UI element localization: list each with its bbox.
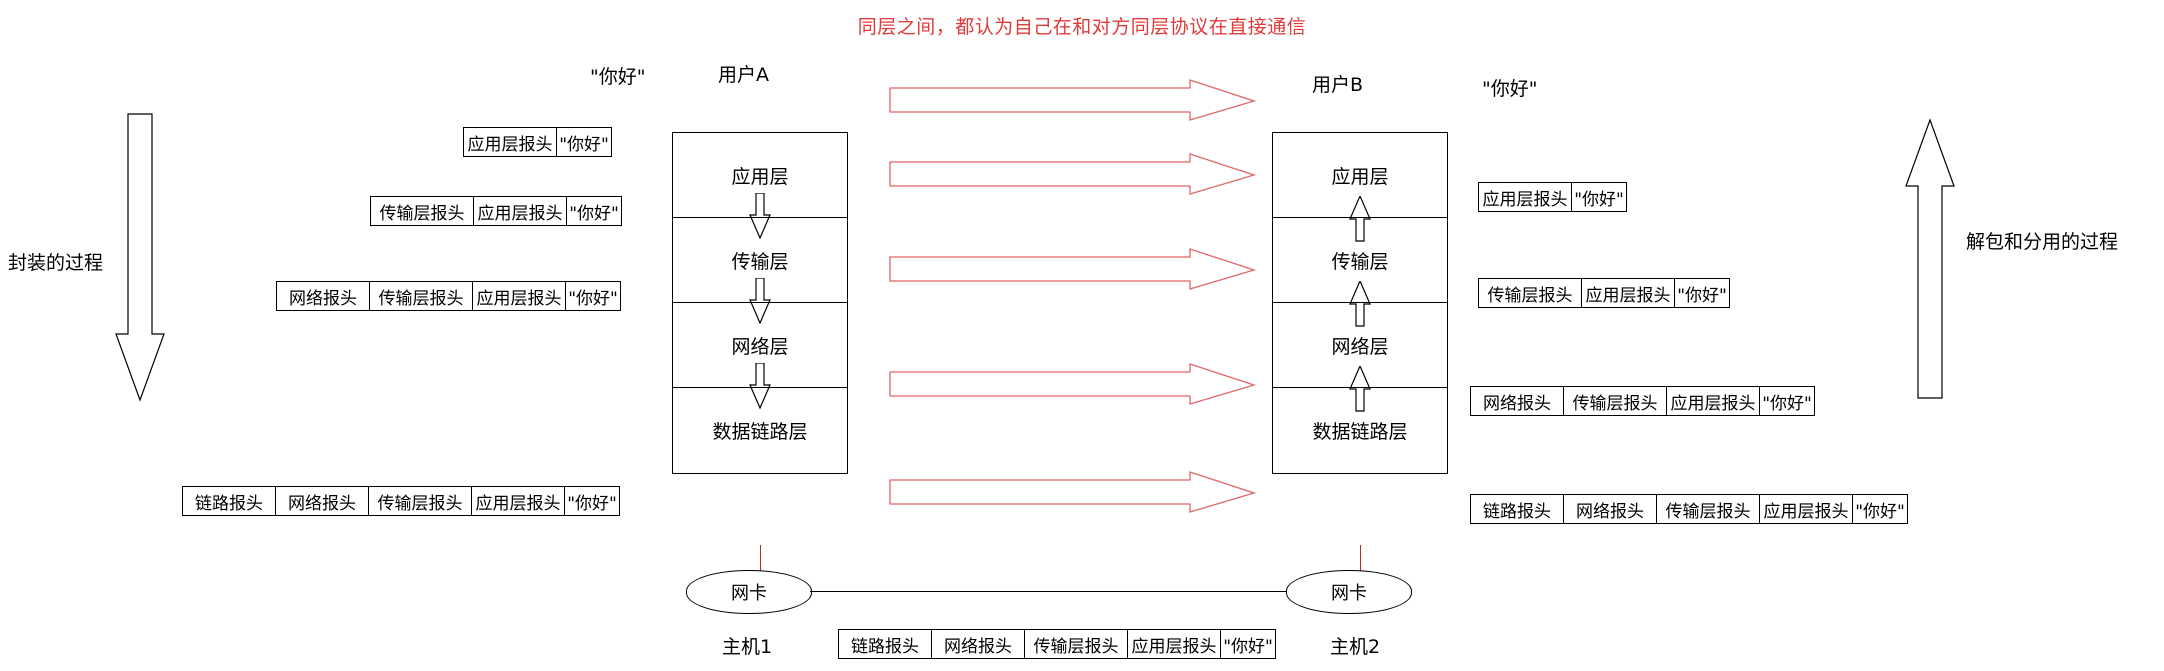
network-wire [810, 591, 1286, 592]
packet-cell-app-header: 应用层报头 [1478, 182, 1572, 212]
wire-packet: 链路报头 网络报头 传输层报头 应用层报头 "你好" [838, 629, 1276, 659]
stack-layer-datalink[interactable]: 数据链路层 [1273, 366, 1447, 473]
stack-layer-label: 传输层 [1331, 250, 1389, 273]
packet-cell-app-header: 应用层报头 [1759, 494, 1853, 524]
decapsulation-up-arrow-icon [1905, 118, 1955, 399]
packet-cell-payload: "你好" [1759, 386, 1815, 416]
packet-cell-link-header: 链路报头 [182, 486, 276, 516]
right-packet-transport: 传输层报头 应用层报头 "你好" [1478, 278, 1730, 308]
decapsulation-process-label: 解包和分用的过程 [1966, 231, 2119, 253]
down-arrow-icon [749, 193, 771, 239]
right-top-payload-label: "你好" [1482, 78, 1538, 100]
packet-cell-payload: "你好" [556, 127, 612, 157]
stack-layer-transport[interactable]: 传输层 [1273, 196, 1447, 303]
peer-arrow-datalink [889, 471, 1257, 513]
packet-cell-payload: "你好" [1852, 494, 1908, 524]
packet-cell-transport-header: 传输层报头 [1656, 494, 1760, 524]
packet-cell-link-header: 链路报头 [838, 629, 932, 659]
packet-cell-transport-header: 传输层报头 [369, 281, 473, 311]
host-2-nic[interactable]: 网卡 [1286, 570, 1412, 614]
packet-cell-transport-header: 传输层报头 [1563, 386, 1667, 416]
stack-layer-transport[interactable]: 传输层 [673, 218, 847, 324]
peer-arrow-network [889, 363, 1257, 405]
packet-cell-payload: "你好" [565, 281, 621, 311]
user-a-label: 用户A [718, 64, 769, 86]
packet-cell-app-header: 应用层报头 [471, 486, 565, 516]
down-arrow-icon [749, 278, 771, 324]
diagram-title: 同层之间，都认为自己在和对方同层协议在直接通信 [857, 16, 1307, 38]
host-1-nic[interactable]: 网卡 [686, 570, 812, 614]
packet-cell-app-header: 应用层报头 [463, 127, 557, 157]
stack-layer-label: 应用层 [731, 165, 789, 188]
packet-cell-network-header: 网络报头 [931, 629, 1025, 659]
stack-layer-network[interactable]: 网络层 [1273, 281, 1447, 388]
stack-layer-label: 应用层 [1331, 165, 1389, 188]
packet-cell-payload: "你好" [1571, 182, 1627, 212]
nic-label: 网卡 [1331, 583, 1367, 604]
stack-layer-datalink[interactable]: 数据链路层 [673, 388, 847, 473]
packet-cell-app-header: 应用层报头 [472, 281, 566, 311]
host-1-protocol-stack: 应用层 传输层 网络层 数据链路层 [672, 132, 848, 474]
packet-cell-network-header: 网络报头 [1470, 386, 1564, 416]
packet-cell-app-header: 应用层报头 [1666, 386, 1760, 416]
left-packet-datalink: 链路报头 网络报头 传输层报头 应用层报头 "你好" [182, 486, 620, 516]
host-2-label: 主机2 [1330, 636, 1381, 658]
up-arrow-icon [1349, 366, 1371, 412]
packet-cell-link-header: 链路报头 [1470, 494, 1564, 524]
packet-cell-app-header: 应用层报头 [1581, 278, 1675, 308]
host-2-protocol-stack: 应用层 传输层 网络层 数据链路层 [1272, 132, 1448, 474]
host-1-nic-stem [760, 545, 761, 573]
packet-cell-network-header: 网络报头 [276, 281, 370, 311]
left-top-payload-label: "你好" [590, 66, 646, 88]
stack-layer-label: 网络层 [731, 335, 789, 358]
stack-layer-label: 传输层 [731, 250, 789, 273]
peer-arrow-application [889, 153, 1257, 195]
right-packet-network: 网络报头 传输层报头 应用层报头 "你好" [1470, 386, 1815, 416]
packet-cell-payload: "你好" [564, 486, 620, 516]
stack-layer-label: 网络层 [1331, 335, 1389, 358]
encapsulation-process-label: 封装的过程 [8, 252, 104, 274]
stack-layer-application[interactable]: 应用层 [1273, 133, 1447, 218]
up-arrow-icon [1349, 196, 1371, 242]
right-packet-application: 应用层报头 "你好" [1478, 182, 1627, 212]
down-arrow-icon [749, 363, 771, 409]
packet-cell-transport-header: 传输层报头 [1024, 629, 1128, 659]
nic-label: 网卡 [731, 583, 767, 604]
right-packet-datalink: 链路报头 网络报头 传输层报头 应用层报头 "你好" [1470, 494, 1908, 524]
left-packet-transport: 传输层报头 应用层报头 "你好" [370, 196, 622, 226]
user-b-label: 用户B [1312, 74, 1364, 96]
stack-layer-label: 数据链路层 [712, 421, 808, 443]
stack-layer-network[interactable]: 网络层 [673, 303, 847, 409]
left-packet-network: 网络报头 传输层报头 应用层报头 "你好" [276, 281, 621, 311]
packet-cell-app-header: 应用层报头 [473, 196, 567, 226]
up-arrow-icon [1349, 281, 1371, 327]
left-packet-application: 应用层报头 "你好" [463, 127, 612, 157]
packet-cell-transport-header: 传输层报头 [370, 196, 474, 226]
packet-cell-payload: "你好" [566, 196, 622, 226]
encapsulation-down-arrow-icon [115, 113, 165, 402]
packet-cell-app-header: 应用层报头 [1127, 629, 1221, 659]
host-1-label: 主机1 [722, 636, 773, 658]
packet-cell-network-header: 网络报头 [275, 486, 369, 516]
packet-cell-transport-header: 传输层报头 [368, 486, 472, 516]
peer-arrow-transport [889, 248, 1257, 290]
packet-cell-transport-header: 传输层报头 [1478, 278, 1582, 308]
stack-layer-label: 数据链路层 [1312, 421, 1408, 443]
host-2-nic-stem [1360, 545, 1361, 573]
stack-layer-application[interactable]: 应用层 [673, 133, 847, 239]
packet-cell-payload: "你好" [1220, 629, 1276, 659]
packet-cell-payload: "你好" [1674, 278, 1730, 308]
packet-cell-network-header: 网络报头 [1563, 494, 1657, 524]
peer-arrow-user [889, 79, 1257, 121]
